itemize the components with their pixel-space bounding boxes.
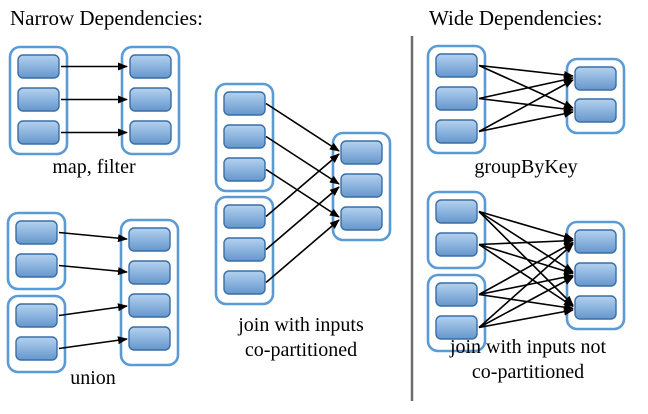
rdd-partition [223,124,266,149]
rdd-partition [435,282,478,307]
rdd-partition [435,53,478,78]
rdd-partition [435,315,478,340]
dependency-arrow [265,186,340,251]
rdd-partition [574,229,617,254]
panel-map-filter: map, filter [8,45,181,178]
rdd-partition [15,336,58,361]
wide-dependencies-title: Wide Dependencies: [429,6,603,30]
panel-label: union [70,367,116,389]
dependency-arrow [478,64,574,109]
rdd-partition [223,237,266,262]
rdd-partition [223,204,266,229]
rdd-partition [15,253,58,278]
rdd-partition [129,87,172,112]
panel-join-co-partitioned: join with inputs co-partitioned [214,82,392,361]
rdd-partition [435,119,478,144]
panel-group-by-key: groupByKey [426,44,626,178]
rdd-partition [223,91,266,116]
dependency-arrow [478,243,574,329]
rdd-partition [129,120,172,145]
dependency-arrow [478,241,574,296]
rdd-partition [128,326,171,351]
rdd-partition [574,98,617,123]
rdd-partition [15,303,58,328]
panel-label-line1: join with inputs not [449,336,607,358]
rdd-partition [435,232,478,257]
rdd-partition [17,120,60,145]
dependency-arrow [478,236,574,246]
panel-label-line1: join with inputs [237,314,364,336]
dependency-arrow [478,276,574,329]
rdd-partition [340,173,383,198]
dependency-arrow [478,210,574,241]
dependency-arrow [478,97,574,113]
rdd-partition [435,199,478,224]
dependency-arrow [478,79,574,133]
rdd-partition [340,140,383,165]
rdd-partition [223,157,266,182]
rdd-partition [435,86,478,111]
rdd-partition [128,260,171,285]
rdd-partition [15,220,58,245]
rdd-partition [574,66,617,91]
dependency-arrow [265,219,340,284]
dependency-arrow [478,243,574,308]
rdd-partition [574,295,617,320]
rdd-partition [17,54,60,79]
dependency-arrow [58,336,128,350]
rdd-partition [129,54,172,79]
dependency-arrow [478,64,574,79]
dependency-arrow [478,243,574,275]
dependency-arrow [478,109,574,133]
panel-label: groupByKey [474,156,577,178]
rdd-partition [574,262,617,287]
panel-label: map, filter [52,156,136,178]
rdd-partition [128,227,171,252]
dependency-arrow [265,168,340,218]
dependency-arrow [478,76,574,100]
dependency-arrow [265,135,340,185]
panel-label-line2: co-partitioned [472,361,584,383]
dependency-arrow [265,153,340,218]
narrow-dependencies-title: Narrow Dependencies: [10,6,203,30]
dependency-arrow [265,102,340,152]
dependency-arrow [478,307,574,329]
rdd-partition [128,293,171,318]
panel-label-line2: co-partitioned [245,339,357,361]
panel-join-not-co-partitioned: join with inputs not co-partitioned [426,190,626,383]
dependency-arrow [58,303,128,317]
rdd-partition [340,206,383,231]
dependency-arrow [58,231,128,243]
panel-union: union [6,211,180,389]
rdd-partition [223,270,266,295]
dependency-arrow [58,264,128,276]
rdd-partition [17,87,60,112]
